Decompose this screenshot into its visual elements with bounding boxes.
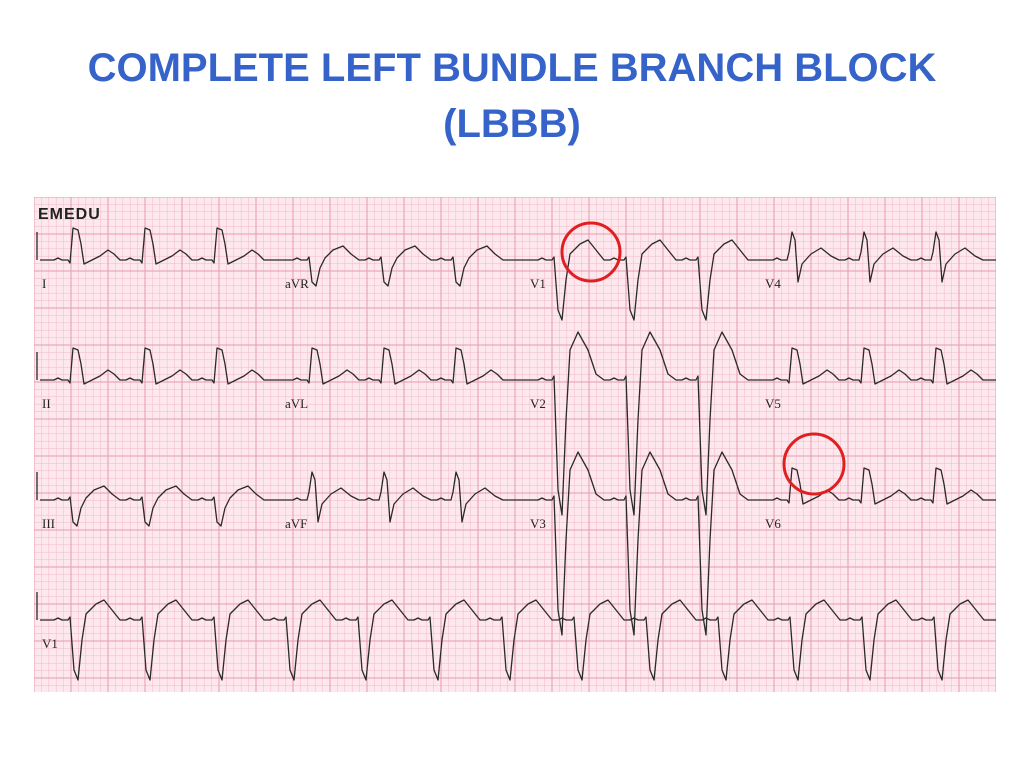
lead-label-v4: V4 bbox=[765, 276, 781, 291]
lead-label-avl: aVL bbox=[285, 396, 308, 411]
title-line-2: (LBBB) bbox=[443, 102, 581, 146]
trace-rhythm-v1 bbox=[40, 599, 996, 681]
trace-avr bbox=[279, 245, 524, 287]
lead-label-v2: V2 bbox=[530, 396, 546, 411]
trace-v5 bbox=[759, 347, 996, 385]
trace-avl bbox=[279, 347, 524, 385]
lead-label-v3: V3 bbox=[530, 516, 546, 531]
lead-label-rhythm: V1 bbox=[42, 636, 58, 651]
trace-v6 bbox=[759, 467, 996, 505]
trace-v3 bbox=[524, 451, 759, 636]
lead-label-v5: V5 bbox=[765, 396, 781, 411]
highlight-circle-v1 bbox=[560, 221, 622, 283]
trace-v1 bbox=[524, 239, 759, 321]
lead-label-v1: V1 bbox=[530, 276, 546, 291]
trace-i bbox=[40, 227, 279, 265]
highlight-circle-v6 bbox=[782, 432, 846, 496]
lead-label-ii: II bbox=[42, 396, 51, 411]
trace-v2 bbox=[524, 331, 759, 516]
trace-iii bbox=[40, 485, 279, 527]
ecg-traces bbox=[36, 227, 996, 681]
ecg-watermark: EMEDU bbox=[38, 206, 101, 223]
trace-v4 bbox=[759, 231, 996, 283]
highlight-markers bbox=[560, 221, 846, 496]
title-line-1: COMPLETE LEFT BUNDLE BRANCH BLOCK bbox=[87, 46, 937, 90]
trace-avf bbox=[279, 471, 524, 523]
lead-label-avr: aVR bbox=[285, 276, 309, 291]
lead-label-v6: V6 bbox=[765, 516, 781, 531]
lead-label-i: I bbox=[42, 276, 46, 291]
lead-label-avf: aVF bbox=[285, 516, 307, 531]
trace-ii bbox=[40, 347, 279, 385]
lead-label-iii: III bbox=[42, 516, 55, 531]
slide-title: COMPLETE LEFT BUNDLE BRANCH BLOCK (LBBB) bbox=[0, 40, 1024, 152]
